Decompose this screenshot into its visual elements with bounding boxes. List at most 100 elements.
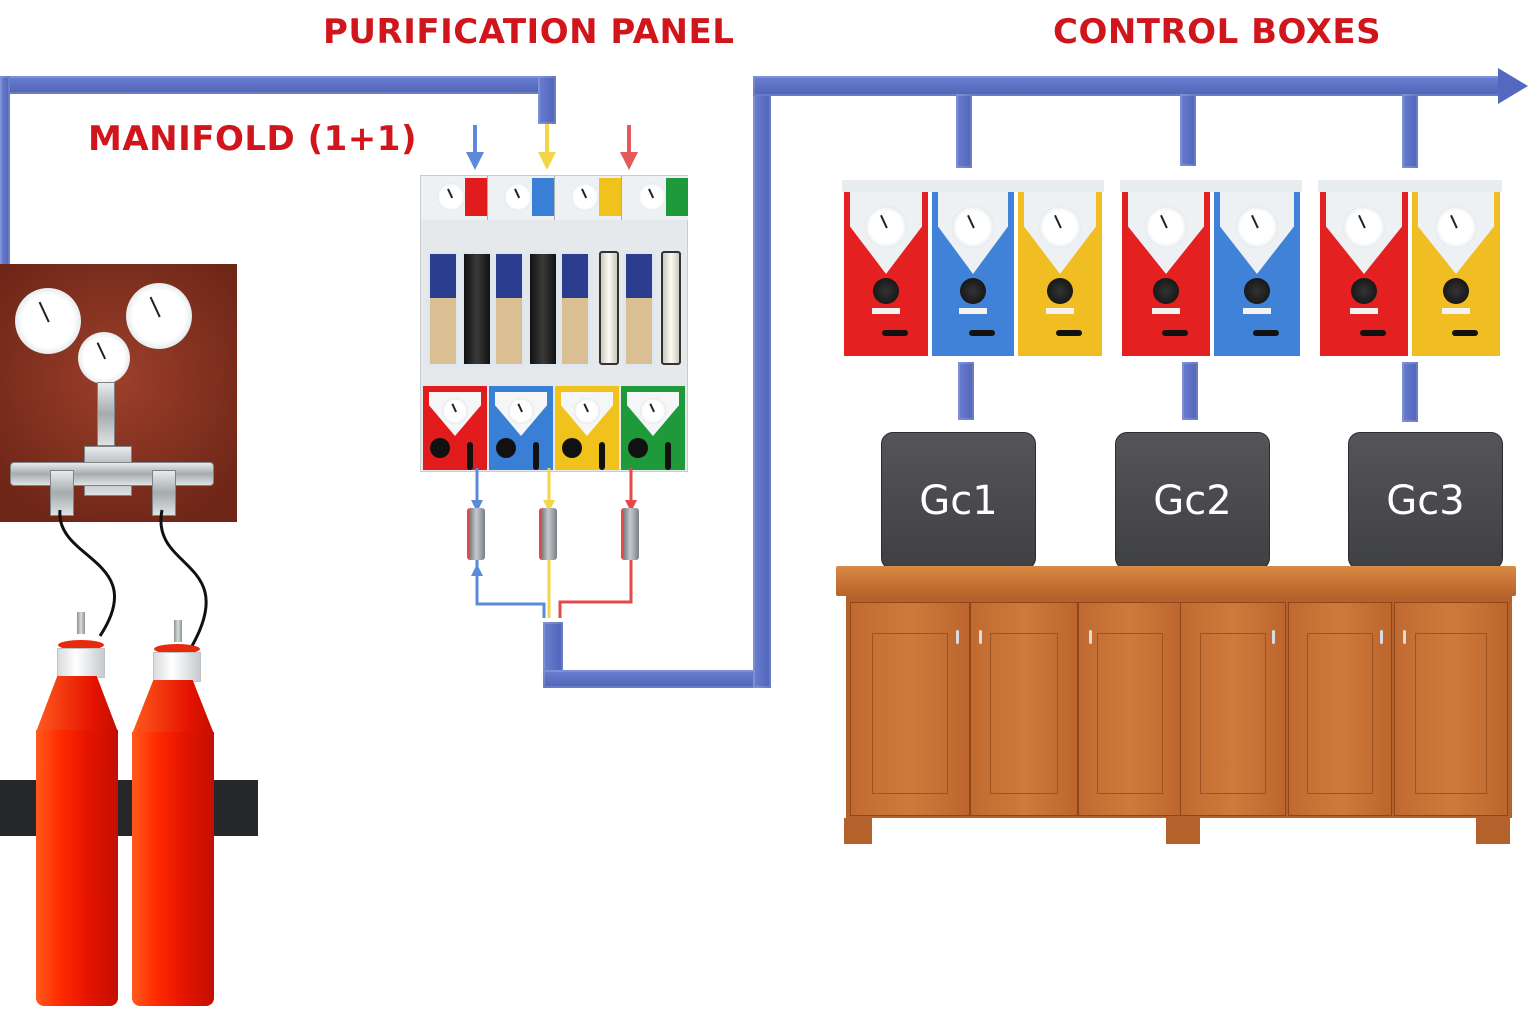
control-box-knob[interactable] — [1244, 278, 1270, 304]
control-box-frame — [1120, 180, 1212, 192]
control-box-g3-red — [1318, 180, 1410, 356]
control-box-lever[interactable] — [1452, 330, 1478, 336]
cabinet-door-4[interactable] — [1180, 602, 1286, 816]
control-box-frame — [1016, 180, 1104, 192]
pipe-manifold-left-riser — [0, 76, 10, 266]
manifold-stem — [97, 382, 115, 446]
control-box-knob[interactable] — [1351, 278, 1377, 304]
pipe-drop-group-3 — [1402, 94, 1418, 168]
control-box-g2-red — [1120, 180, 1212, 356]
purifier-4-color-tab — [666, 178, 688, 216]
door-handle — [1272, 630, 1275, 644]
control-box-plate — [959, 308, 987, 314]
door-handle — [956, 630, 959, 644]
purifier-module-3-head — [555, 176, 622, 220]
purifier-4-lower-gauge — [640, 398, 666, 424]
cylinder-2-collar — [153, 652, 201, 682]
purifier-2-color-tab — [532, 178, 554, 216]
purifier-1-knob[interactable] — [430, 438, 450, 458]
purifier-2-hose — [533, 442, 539, 470]
pipe-link-gc3 — [1402, 362, 1418, 422]
hose-left — [58, 509, 116, 637]
pipe-drop-group-1 — [956, 94, 972, 168]
control-box-gauge — [1343, 206, 1385, 248]
control-box-frame — [842, 180, 930, 192]
cabinet-door-5[interactable] — [1288, 602, 1392, 816]
manifold-label: MANIFOLD (1+1) — [88, 119, 417, 159]
control-box-knob[interactable] — [960, 278, 986, 304]
door-panel — [990, 632, 1058, 794]
cylinder-1-collar — [57, 648, 105, 678]
purifier-3-hose — [599, 442, 605, 470]
cabinet-door-1[interactable] — [850, 602, 970, 816]
control-box-gauge — [952, 206, 994, 248]
control-box-knob[interactable] — [1047, 278, 1073, 304]
control-box-plate — [1243, 308, 1271, 314]
manifold-gauge-right — [126, 283, 192, 349]
control-box-gauge — [1039, 206, 1081, 248]
inlet-line-red — [627, 125, 631, 155]
wooden-cabinet — [836, 566, 1516, 844]
gc-unit-2[interactable]: Gc2 — [1115, 432, 1270, 570]
control-box-lever[interactable] — [1056, 330, 1082, 336]
outlet-arrow-blue-up-icon — [471, 564, 483, 576]
control-box-gauge — [1435, 206, 1477, 248]
control-box-g1-blue — [930, 180, 1016, 356]
control-box-lever[interactable] — [1162, 330, 1188, 336]
header-arrow-icon — [1498, 68, 1528, 104]
line-filter-yellow — [541, 508, 557, 560]
purifier-3-knob[interactable] — [562, 438, 582, 458]
line-filter-blue — [469, 508, 485, 560]
cabinet-door-3[interactable] — [1078, 602, 1182, 816]
purifier-4-knob[interactable] — [628, 438, 648, 458]
pipe-outlet-bottom — [543, 670, 771, 688]
manifold-gauge-left — [15, 288, 81, 354]
cabinet-top — [836, 566, 1516, 596]
purifier-module-2-base — [489, 386, 553, 470]
pipe-distribution-header — [753, 76, 1501, 96]
purifier-module-3-base — [555, 386, 619, 470]
control-box-lever[interactable] — [1360, 330, 1386, 336]
control-box-knob[interactable] — [873, 278, 899, 304]
purifier-2-knob[interactable] — [496, 438, 516, 458]
outlet-line-red — [558, 468, 633, 618]
cylinder-2-valve — [174, 620, 182, 642]
control-box-plate — [1046, 308, 1074, 314]
gc-unit-3[interactable]: Gc3 — [1348, 432, 1503, 570]
cylinder-1-cap — [58, 640, 104, 650]
purifier-tube-2 — [461, 251, 493, 367]
cabinet-leg-center — [1166, 818, 1200, 844]
outlet-arrow-yellow-icon — [543, 500, 555, 512]
inlet-arrow-red-icon — [620, 152, 638, 170]
purifier-3-gauge — [571, 183, 599, 211]
purifier-tube-1 — [427, 251, 459, 367]
purifier-3-color-tab — [599, 178, 621, 216]
purifier-module-1-head — [421, 176, 488, 220]
purifier-module-2-head — [488, 176, 555, 220]
door-panel — [1097, 632, 1163, 794]
control-box-frame — [930, 180, 1016, 192]
manifold-valve-left — [50, 470, 74, 516]
control-box-lever[interactable] — [1253, 330, 1279, 336]
control-box-knob[interactable] — [1153, 278, 1179, 304]
cabinet-door-2[interactable] — [970, 602, 1078, 816]
cabinet-body — [846, 596, 1512, 818]
pipe-link-gc2 — [1182, 362, 1198, 420]
door-panel — [1415, 632, 1487, 794]
control-box-lever[interactable] — [969, 330, 995, 336]
cylinder-1-valve — [77, 612, 85, 634]
cabinet-door-6[interactable] — [1394, 602, 1508, 816]
purifier-1-hose — [467, 442, 473, 470]
purifier-module-1-base — [423, 386, 487, 470]
purifier-tube-4 — [527, 251, 559, 367]
door-panel — [872, 632, 948, 794]
control-box-lever[interactable] — [882, 330, 908, 336]
control-box-frame — [1410, 180, 1502, 192]
control-box-g1-red — [842, 180, 930, 356]
control-box-knob[interactable] — [1443, 278, 1469, 304]
purification-panel — [420, 175, 688, 472]
inlet-arrow-blue-icon — [466, 152, 484, 170]
gc-unit-1[interactable]: Gc1 — [881, 432, 1036, 570]
control-box-gauge — [1145, 206, 1187, 248]
outlet-line-blue — [475, 468, 546, 618]
